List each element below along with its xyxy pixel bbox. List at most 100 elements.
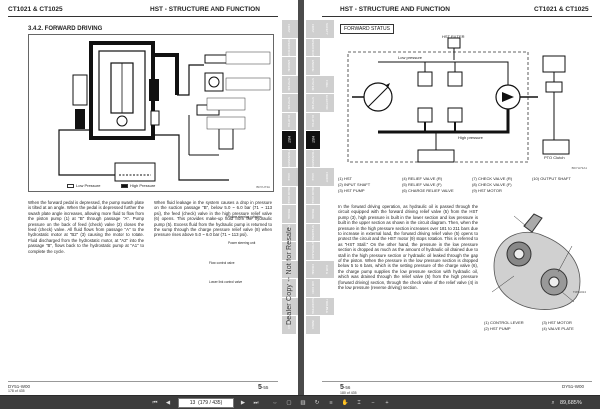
part-5: (5) RELIEF VALVE (F)	[402, 182, 442, 187]
photo-part-4: (4) VALVE PLATE	[542, 326, 574, 331]
tab-16[interactable]: INDEX	[282, 316, 296, 334]
rtab-2[interactable]: ENGINE	[306, 57, 320, 75]
forward-status-circuit	[347, 37, 570, 163]
tab-13[interactable]: CAB & FRAME	[282, 260, 298, 278]
zoom-magnifier-icon[interactable]: ⌕	[551, 400, 555, 406]
legend-low-pressure: Low Pressure	[67, 183, 100, 188]
last-page-button[interactable]: ⏭	[253, 400, 259, 406]
left-footer-doc: DY51-W00 178 of 435	[8, 384, 30, 393]
label-low-pressure: Low pressure	[398, 55, 423, 60]
tab-0[interactable]: SAFETY FIRST	[282, 20, 298, 38]
fit-width-icon[interactable]: ⇔	[272, 400, 278, 406]
continuous-icon[interactable]: ≡	[329, 400, 333, 406]
rtab-1[interactable]: SPECIFICATION	[306, 38, 320, 56]
part-4: (4) RELIEF VALVE (R)	[402, 176, 443, 181]
left-footer-page-sub: -55	[261, 385, 269, 390]
prev-page-button[interactable]: ◀	[165, 400, 171, 406]
left-text-column-2: When fluid leakage in the system causes …	[154, 200, 272, 238]
legend-high-swatch	[121, 183, 128, 188]
label-high-pressure: High pressure	[458, 135, 483, 140]
rtab-15[interactable]: TROUBLE SHOOTING	[306, 297, 334, 315]
tab-10[interactable]: BRAKE	[282, 205, 296, 223]
tab-8[interactable]: FRONT AXLE	[282, 168, 298, 186]
label-flow-control-valve: Flow control valve	[209, 261, 235, 265]
label-power-steering-unit: Power steering unit	[228, 241, 256, 245]
zoom-out-icon[interactable]: −	[371, 400, 375, 406]
left-page: CT1021 & CT1025 HST - STRUCTURE AND FUNC…	[0, 0, 298, 395]
photo-part-2: (2) HST PUMP	[484, 326, 511, 331]
tab-14[interactable]: AIR CON	[282, 279, 296, 297]
part-3: (3) HST PUMP	[338, 188, 365, 193]
rtab-0[interactable]: SAFETY FIRST	[306, 20, 334, 38]
tab-2[interactable]: ENGINE	[282, 57, 296, 75]
hst-unit-illustration	[491, 213, 581, 310]
zoom-level[interactable]: 89,685%	[560, 400, 582, 406]
tab-12[interactable]: HYDRAULIC	[282, 242, 296, 260]
tab-1[interactable]: SPECIFICATION	[282, 38, 296, 56]
two-page-icon[interactable]: ▥	[300, 400, 306, 406]
rtab-3[interactable]: FUEL SYSTEM	[306, 75, 334, 93]
label-pto-clutch: PTO Clutch	[544, 155, 565, 160]
part-1: (1) HST	[338, 176, 352, 181]
left-header-title: HST - STRUCTURE AND FUNCTION	[150, 6, 260, 13]
right-footer-rule	[322, 381, 592, 382]
page-spread: CT1021 & CT1025 HST - STRUCTURE AND FUNC…	[0, 0, 600, 395]
part-9: (9) HST MOTOR	[472, 188, 502, 193]
left-header-rule	[8, 16, 278, 17]
zoom-in-icon[interactable]: +	[385, 400, 389, 406]
hst-photo-figure: TM6H024	[484, 206, 590, 316]
part-6: (6) CHARGE RELIEF VALVE	[402, 188, 454, 193]
page-number-input[interactable]	[178, 398, 234, 408]
part-7: (7) CHECK VALVE (R)	[472, 176, 513, 181]
rtab-13[interactable]: CAB & FRAME	[306, 260, 334, 278]
tab-7[interactable]: TRANSMISSION	[282, 149, 296, 167]
tab-9[interactable]: REAR AXLE	[282, 186, 296, 204]
hand-tool-icon[interactable]: ✋	[341, 400, 349, 406]
rtab-11[interactable]: STEERING	[306, 223, 320, 241]
right-side-tabs: SAFETY FIRST SPECIFICATION ENGINE FUEL S…	[306, 20, 334, 335]
left-footer-page-of: 178 of 435	[8, 389, 25, 393]
right-figure-code: BDYH73A1	[571, 166, 587, 170]
right-footer-page-of: 180 of 435	[340, 391, 357, 395]
rtab-9[interactable]: REAR AXLE	[306, 186, 320, 204]
left-section-title: 3.4.2. FORWARD DRIVING	[28, 26, 103, 32]
right-text-column: In the forward driving operation, as hyd…	[338, 204, 478, 291]
rtab-7[interactable]: TRANSMISSION	[306, 149, 320, 167]
left-footer-rule	[8, 381, 278, 382]
select-tool-icon[interactable]: ⌶	[357, 400, 361, 406]
part-8: (8) CHECK VALVE (F)	[472, 182, 512, 187]
tab-3[interactable]: FUEL SYSTEM	[282, 75, 298, 93]
part-2: (2) INPUT SHAFT	[338, 182, 371, 187]
rtab-4[interactable]: ELECTRIC SYSTEM	[306, 94, 334, 112]
right-header-model: CT1021 & CT1025	[534, 6, 589, 13]
right-footer-page-sub: -56	[343, 385, 351, 390]
left-footer-pagenum: 5-55	[258, 384, 268, 391]
tab-4[interactable]: ELECTRIC SYSTEM	[282, 94, 298, 112]
label-power-steering-cylinder: Power steering cylinder	[228, 215, 262, 219]
rtab-hst-active[interactable]: HST	[306, 131, 320, 149]
rtab-14[interactable]: AIR CON	[306, 279, 320, 297]
rtab-16[interactable]: INDEX	[306, 316, 320, 334]
rtab-5[interactable]: CLUTCH	[306, 112, 320, 130]
left-header-model: CT1021 & CT1025	[8, 6, 63, 13]
hydraulic-circuit-diagram	[58, 41, 271, 182]
label-lower-link-control-valve: Lower link control valve	[209, 280, 243, 284]
label-hst-filter: HST FILTER	[442, 34, 465, 39]
rtab-8[interactable]: FRONT AXLE	[306, 168, 334, 186]
photo-part-1: (1) CONTROL LEVER	[484, 320, 524, 325]
first-page-button[interactable]: ⏮	[152, 400, 158, 406]
tab-15[interactable]: TROUBLE SHOOTING	[282, 297, 298, 315]
tab-11[interactable]: STEERING	[282, 223, 296, 241]
forward-status-figure: FORWARD STATUS	[338, 22, 590, 174]
tab-5[interactable]: CLUTCH	[282, 112, 296, 130]
legend-high-pressure: High Pressure	[121, 183, 155, 188]
rotate-icon[interactable]: ↻	[314, 400, 320, 406]
dealer-copy-watermark: Dealer Copy -- Not for Resale	[286, 227, 293, 325]
next-page-button[interactable]: ▶	[240, 400, 246, 406]
rtab-10[interactable]: BRAKE	[306, 205, 320, 223]
viewer-toolbar: ⏮ ◀ ▶ ⏭ ⇔ ▢ ▥ ↻ ≡ ✋ ⌶ − + ⌕ 89,685%	[0, 395, 600, 409]
fit-page-icon[interactable]: ▢	[286, 400, 292, 406]
tab-hst-active[interactable]: HST	[282, 131, 296, 149]
rtab-12[interactable]: HYDRAULIC	[306, 242, 320, 260]
